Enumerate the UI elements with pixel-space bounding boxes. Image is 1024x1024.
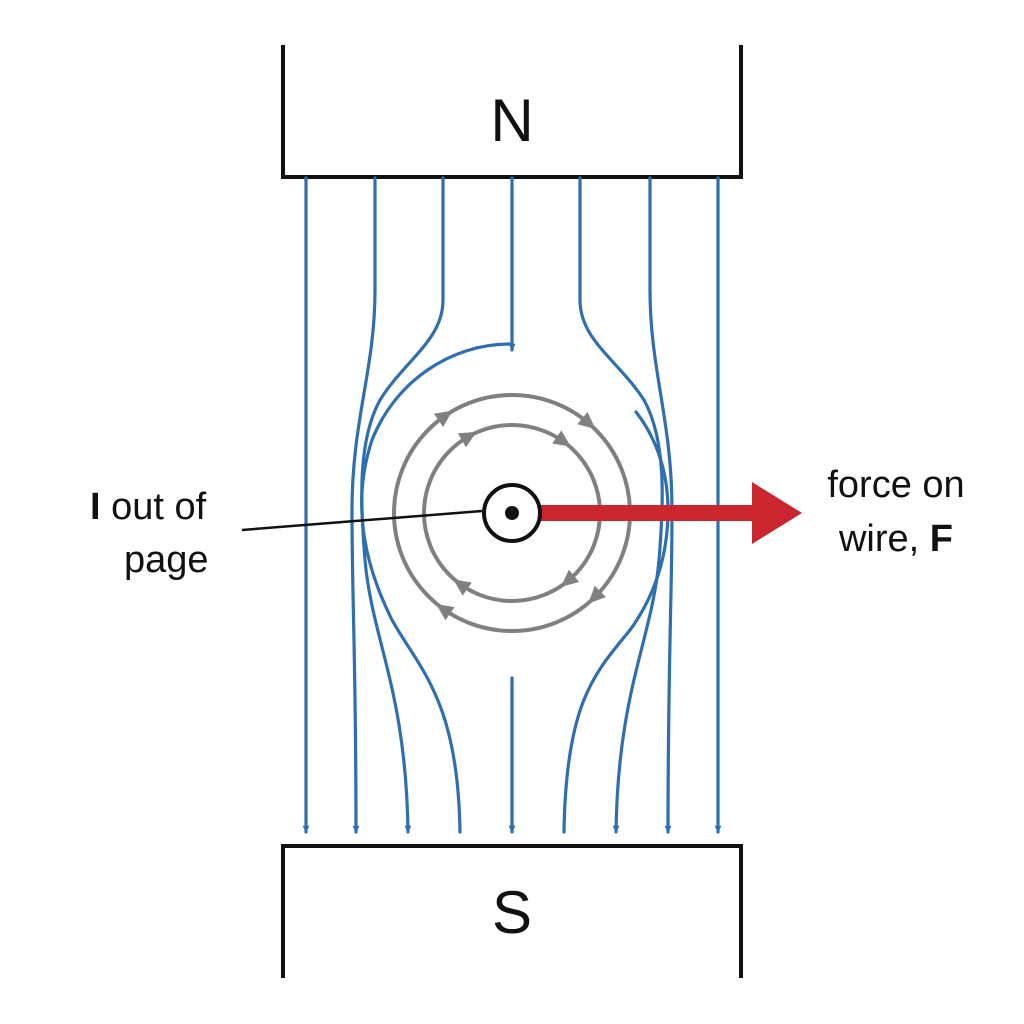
- current-label-text: out of: [101, 486, 207, 528]
- arrow-right-icon: [752, 482, 802, 544]
- force-label-line2: wire, F: [838, 518, 953, 560]
- south-magnet: S: [281, 844, 743, 978]
- current-dot: [505, 506, 519, 520]
- wire-field-arrows: [433, 410, 607, 621]
- field-line-wrap-right: [562, 410, 670, 834]
- current-symbol: I: [90, 486, 101, 528]
- field-line-wrap-left: [359, 342, 512, 834]
- field-direction-arrow: [433, 410, 453, 427]
- current-label-line1: I out of: [90, 486, 207, 528]
- force-arrow: [540, 482, 802, 544]
- force-symbol: F: [930, 518, 953, 560]
- field-line: [578, 176, 664, 834]
- force-arrow-shaft: [540, 505, 756, 521]
- field-direction-arrow: [453, 579, 472, 596]
- field-direction-arrow: [560, 569, 580, 587]
- current-label-leader: [241, 509, 483, 532]
- field-direction-arrow: [577, 411, 596, 430]
- field-direction-arrow: [436, 603, 455, 621]
- north-magnet: N: [281, 45, 743, 179]
- field-direction-arrow: [588, 585, 607, 604]
- wire-cross-section: [482, 483, 542, 543]
- field-direction-arrow: [457, 431, 477, 448]
- field-direction-arrow: [552, 430, 571, 447]
- field-line: [350, 176, 377, 834]
- north-pole-label: N: [490, 87, 533, 154]
- south-pole-label: S: [492, 879, 532, 946]
- force-label-line1: force on: [827, 464, 964, 506]
- force-label-text: wire,: [838, 518, 930, 560]
- current-label-line2: page: [124, 539, 209, 581]
